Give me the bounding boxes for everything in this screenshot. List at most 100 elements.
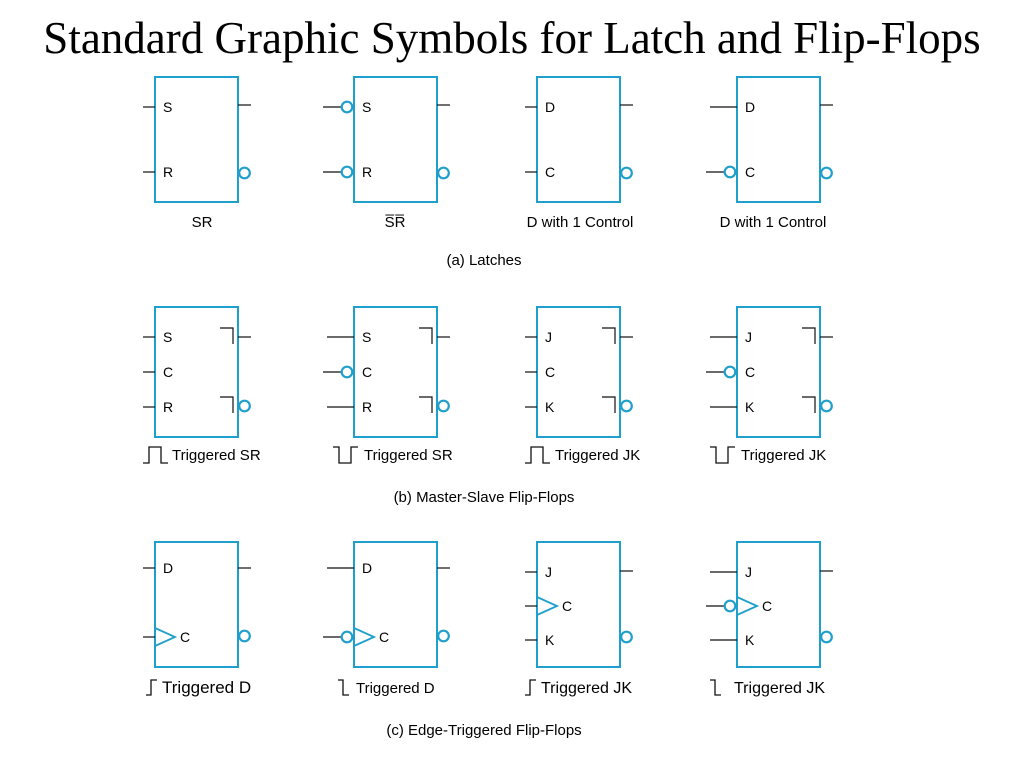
input-pin-d: D [525,99,555,115]
symbol-box [353,76,438,203]
negation-bubble [723,599,737,613]
negation-bubble [723,165,737,179]
falling-edge-icon [338,679,349,696]
d-latch-symbol: D C D with 1 Control [525,76,634,231]
negation-bubble [820,399,833,413]
negation-bubble [340,100,354,114]
pin-label: S [362,329,371,345]
pin-label: C [562,598,572,614]
caption-text: Triggered SR [364,447,453,464]
caption-text: D with 1 Control [527,214,634,231]
symbol-caption: Triggered SR [143,446,261,464]
inverted-output [820,630,833,644]
pin-label: D [362,560,372,576]
input-pin-d: D [710,99,755,115]
postponed-output-indicator [802,396,816,413]
symbol-caption: Triggered SR [333,446,453,464]
pin-label: S [163,329,172,345]
symbol-box [154,76,239,203]
symbol-caption: SR [192,214,213,231]
symbol-box [536,76,621,203]
input-pin-d: D [143,560,173,576]
negation-bubble [820,166,833,180]
inverted-output [820,166,833,180]
pin-label: C [180,629,190,645]
negation-bubble [437,166,450,180]
negative-pulse-icon [333,446,358,464]
inverted-output [238,166,251,180]
inverted-output [220,396,251,413]
caption-text: S̅R̅ [385,214,406,231]
section-label: (c) Edge-Triggered Flip-Flops [386,722,581,739]
pin-label: C [762,598,772,614]
negation-bubble [238,166,251,180]
page-title: Standard Graphic Symbols for Latch and F… [43,13,981,63]
edge-triggered-section: D C Triggered D D C Triggered D J C K Triggered J… [143,541,833,739]
inverted-output [620,166,633,180]
input-pin-c: C [525,596,572,616]
postponed-output-indicator [802,327,816,344]
caption-text: Triggered D [162,678,251,697]
dynamic-indicator-icon [353,627,377,647]
pin-label: R [362,164,372,180]
dynamic-indicator-icon [536,596,560,616]
negation-bubble [437,629,450,643]
input-pin-j: J [710,329,752,345]
postponed-output-indicator [419,327,433,344]
negation-bubble [620,630,633,644]
symbol-caption: D with 1 Control [527,214,634,231]
positive-pulse-icon [143,446,168,464]
negative-pulse-icon [710,446,735,464]
symbol-caption: Triggered JK [710,446,826,464]
input-pin-d: D [327,560,372,576]
caption-text: Triggered JK [555,447,640,464]
negation-bubble [620,399,633,413]
input-pin-r: R [143,164,173,180]
pin-label: C [545,164,555,180]
negation-bubble [723,365,737,379]
symbol-caption: Triggered JK [710,679,825,697]
section-label: (b) Master-Slave Flip-Flops [394,489,575,506]
negation-bubble [340,365,354,379]
pin-label: C [362,364,372,380]
input-pin-c: C [706,364,755,380]
pin-label: K [545,399,555,415]
pin-label: K [745,632,755,648]
pin-label: D [163,560,173,576]
pin-label: J [745,329,752,345]
pin-label: R [163,399,173,415]
dynamic-indicator-icon [154,627,178,647]
input-pin-c: C [323,627,389,647]
input-pin-c: C [323,364,372,380]
input-pin-s: S [323,99,371,115]
pin-label: C [379,629,389,645]
symbol-caption: Triggered JK [525,679,632,697]
inverted-output [802,396,833,413]
negation-bubble [340,165,354,179]
input-pin-c: C [525,364,555,380]
caption-text: D with 1 Control [720,214,827,231]
negation-bubble [620,166,633,180]
symbol-caption: Triggered D [338,679,435,697]
negation-bubble [238,629,251,643]
pin-label: D [545,99,555,115]
postponed-output-indicator [419,396,433,413]
pin-label: C [745,364,755,380]
input-pin-c: C [525,164,555,180]
symbol-box [536,541,621,668]
caption-text: Triggered JK [541,680,632,697]
input-pin-r: R [323,164,372,180]
pin-label: S [163,99,172,115]
falling-edge-d-flip-flop-symbol: D C Triggered D [323,541,450,697]
input-pin-j: J [525,564,552,580]
inverted-output [620,630,633,644]
input-pin-k: K [525,399,555,415]
